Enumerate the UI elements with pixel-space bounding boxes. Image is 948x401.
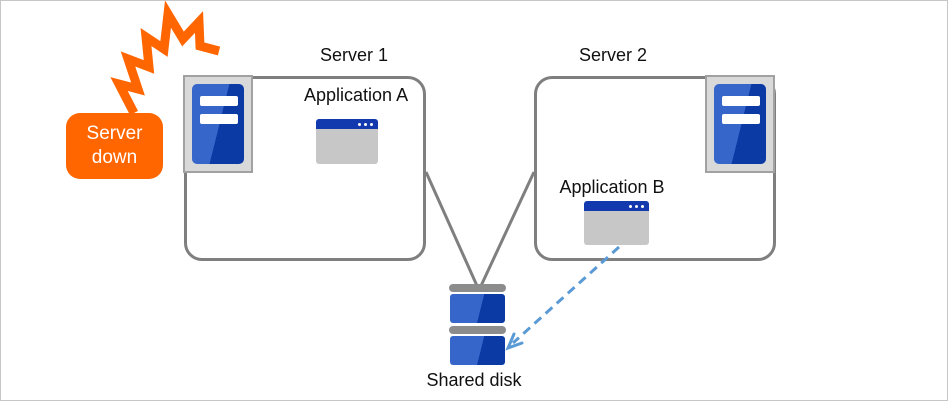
server-tower-body: [192, 84, 244, 164]
window-dot: [358, 122, 361, 126]
failover-arrowhead: [505, 332, 524, 351]
shared-disk-platter: [450, 336, 505, 365]
server-tower-body: [714, 84, 766, 164]
window-body: [316, 129, 378, 164]
shared-disk-icon: [449, 284, 506, 292]
server-drive-slot: [722, 114, 760, 124]
application-b-window-icon: [584, 201, 649, 245]
server-down-badge-line1: Server: [86, 123, 143, 144]
server1-label: Server 1: [319, 45, 389, 65]
connector-server1-disk: [424, 171, 480, 289]
window-dot: [629, 204, 632, 208]
connector-server2-disk: [478, 171, 536, 289]
failover-dashed-arrow: [511, 245, 621, 345]
server2-tower-icon: [705, 75, 775, 173]
server-drive-slot: [200, 96, 238, 106]
application-b-label: Application B: [559, 177, 665, 197]
shared-disk-platter: [450, 294, 505, 323]
window-dot: [635, 204, 638, 208]
shared-disk-label: Shared disk: [426, 370, 522, 390]
server-down-badge: Server down: [66, 113, 163, 179]
server1-tower-icon: [183, 75, 253, 173]
shared-disk-icon: [449, 326, 506, 334]
application-a-window-icon: [316, 119, 378, 164]
server-drive-slot: [722, 96, 760, 106]
server-down-badge-line2: down: [91, 147, 138, 168]
window-titlebar: [316, 119, 378, 129]
window-titlebar: [584, 201, 649, 211]
server2-label: Server 2: [578, 45, 648, 65]
window-body: [584, 211, 649, 245]
window-dot: [641, 204, 644, 208]
window-dot: [364, 122, 367, 126]
application-a-label: Application A: [304, 85, 409, 105]
window-dot: [370, 122, 373, 126]
server-drive-slot: [200, 114, 238, 124]
